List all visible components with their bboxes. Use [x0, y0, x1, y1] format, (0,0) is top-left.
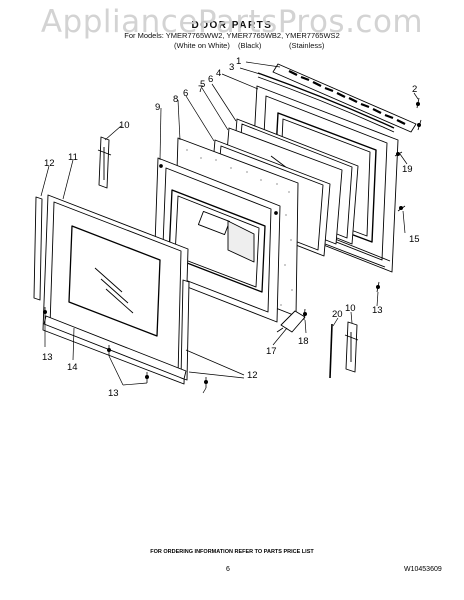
callout-13-left: 13 [42, 352, 53, 363]
part-10-hinge-left [97, 136, 112, 189]
part-12-side-trim-left [33, 196, 43, 301]
callout-11: 11 [68, 152, 78, 163]
callout-8: 8 [173, 94, 178, 105]
callout-14: 14 [67, 362, 78, 373]
callout-15: 15 [409, 234, 420, 245]
callout-19: 19 [402, 164, 413, 175]
callout-18: 18 [298, 336, 309, 347]
callout-6-front: 6 [183, 88, 188, 99]
page-title: DOOR PARTS [191, 20, 273, 31]
callout-2: 2 [412, 84, 417, 95]
callout-6-rear: 6 [208, 74, 213, 85]
document-number: W10453609 [404, 566, 442, 573]
watermark: AppliancePartsPros.com [40, 4, 424, 40]
part-3-gasket-strip [257, 72, 395, 133]
variant-white: (White on White) [174, 41, 230, 50]
callout-4: 4 [216, 68, 221, 79]
variant-stainless: (Stainless) [289, 41, 325, 50]
callout-20: 20 [332, 309, 343, 320]
callout-13-right: 13 [372, 305, 383, 316]
models-line: For Models: YMER7765WW2, YMER7765WB2, YM… [124, 31, 340, 40]
callout-1: 1 [236, 56, 241, 67]
callout-17: 17 [266, 346, 277, 357]
leader-lines [40, 61, 419, 394]
callout-3: 3 [229, 62, 234, 73]
callout-numbers: 1 2 3 4 5 6 6 7 8 9 10 10 11 12 12 13 13… [42, 56, 420, 399]
callout-10-left: 10 [119, 120, 130, 131]
part-10-hinge-right [344, 321, 359, 373]
part-1-vent-trim [272, 63, 417, 133]
callout-7: 7 [198, 84, 203, 95]
callout-13-bottom: 13 [108, 388, 119, 399]
part-17-bracket [276, 310, 306, 333]
part-12-side-trim-right [180, 279, 190, 381]
variant-black: (Black) [238, 41, 262, 50]
page-number: 6 [226, 566, 230, 573]
callout-9: 9 [155, 102, 160, 113]
callout-12-right: 12 [247, 370, 258, 381]
callout-12-left: 12 [44, 158, 55, 169]
ordering-note: FOR ORDERING INFORMATION REFER TO PARTS … [150, 549, 314, 555]
callout-10-right: 10 [345, 303, 356, 314]
callout-5: 5 [200, 79, 205, 90]
screws [43, 97, 422, 388]
part-20-rod [329, 323, 333, 379]
